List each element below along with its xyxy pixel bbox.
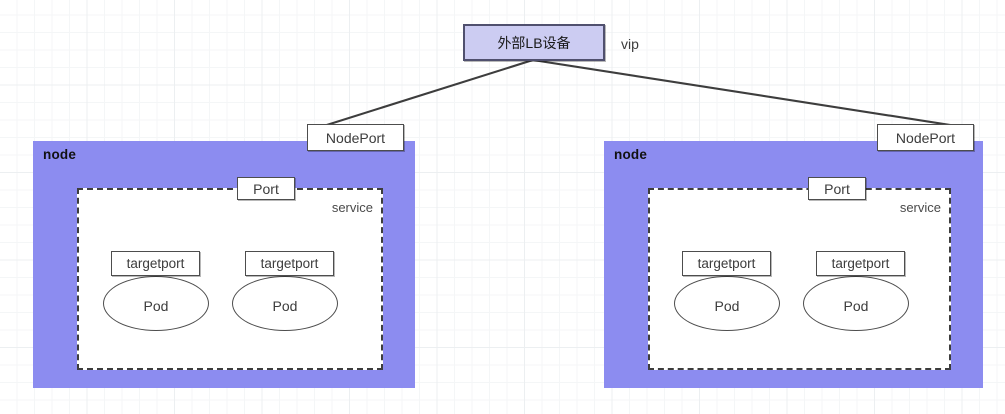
nodeport-left[interactable]: NodePort [307, 124, 404, 151]
port-right[interactable]: Port [808, 177, 866, 200]
external-lb-device-node[interactable]: 外部LB设备 [463, 24, 605, 61]
pod-right-2[interactable]: Pod [803, 276, 909, 331]
vip-label: vip [621, 36, 639, 52]
node-label-left: node [43, 147, 77, 162]
pod-left-2[interactable]: Pod [232, 276, 338, 331]
targetport-left-1[interactable]: targetport [111, 251, 200, 276]
targetport-right-1[interactable]: targetport [682, 251, 771, 276]
edge-lb-to-left-nodeport [312, 58, 535, 131]
service-container-left[interactable]: service [77, 188, 383, 370]
service-label-left: service [331, 200, 373, 215]
port-left[interactable]: Port [237, 177, 295, 200]
edge-lb-to-right-nodeport [531, 58, 965, 129]
pod-left-1[interactable]: Pod [103, 276, 209, 331]
nodeport-right[interactable]: NodePort [877, 124, 974, 151]
targetport-right-2[interactable]: targetport [816, 251, 905, 276]
service-container-right[interactable]: service [648, 188, 951, 370]
node-label-right: node [614, 147, 648, 162]
pod-right-1[interactable]: Pod [674, 276, 780, 331]
targetport-left-2[interactable]: targetport [245, 251, 334, 276]
service-label-right: service [899, 200, 941, 215]
